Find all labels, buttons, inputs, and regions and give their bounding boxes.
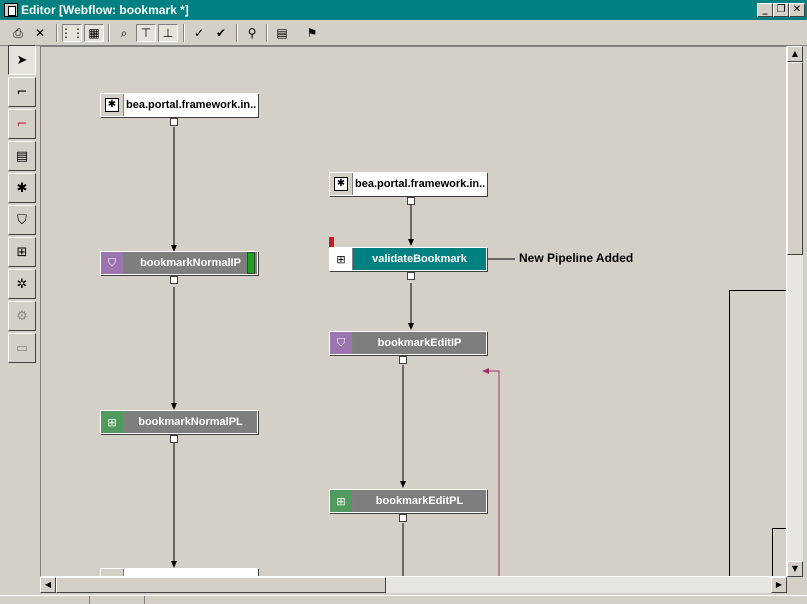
- node-bookmark-normal-pl[interactable]: ⊞ bookmarkNormalPL: [100, 410, 258, 434]
- zoom-icon[interactable]: ⌕: [120, 25, 128, 40]
- proxy-node-icon: ▭: [8, 333, 36, 363]
- toolbar-separator: [56, 24, 58, 42]
- success-indicator: [247, 252, 255, 274]
- select-tool-icon[interactable]: ➤: [8, 45, 36, 75]
- window-title-bar[interactable]: Editor [Webflow: bookmark *]: [0, 0, 807, 20]
- begin-node-icon[interactable]: ✱: [8, 173, 36, 203]
- node-palette: ➤ ⌐ ⌐ ▤ ✱ ⛉ ⊞ ✲ ⚙ ▭: [6, 44, 38, 379]
- scroll-left-button[interactable]: ◀: [40, 577, 56, 593]
- node-label: bea.portal.framework.in...: [353, 173, 486, 195]
- toolbar-separator: [108, 24, 110, 42]
- begin-node-right[interactable]: ✱ bea.portal.framework.in...: [329, 172, 487, 196]
- scroll-down-button[interactable]: ▼: [787, 561, 803, 577]
- output-port[interactable]: [407, 272, 415, 280]
- partial-node[interactable]: [100, 568, 258, 576]
- scroll-up-button[interactable]: ▲: [787, 46, 803, 62]
- grid-icon[interactable]: ⋮⋮: [60, 24, 84, 42]
- editor-tab[interactable]: [90, 596, 145, 604]
- offscreen-node-frame: [772, 528, 786, 576]
- new-pipeline-annotation: New Pipeline Added: [519, 251, 634, 265]
- horizontal-scrollbar[interactable]: ◀ ▶: [40, 577, 787, 593]
- exception-wire: [482, 368, 500, 576]
- offscreen-node-frame: [729, 290, 786, 576]
- pipeline-node-icon: ⊞: [330, 490, 353, 512]
- wildcard-node-icon[interactable]: ✲: [8, 269, 36, 299]
- print-icon[interactable]: ⎙: [13, 25, 23, 40]
- validate-all-icon[interactable]: ✔: [215, 26, 227, 40]
- snap-grid-icon[interactable]: ▦: [84, 24, 104, 42]
- node-label: bookmarkEditIP: [353, 332, 486, 354]
- editor-window-icon: [4, 3, 18, 17]
- minimize-button[interactable]: _: [757, 3, 773, 17]
- event-connection-icon[interactable]: ⌐: [8, 77, 36, 107]
- pipeline-node-icon[interactable]: ⊞: [8, 237, 36, 267]
- output-port[interactable]: [170, 118, 178, 126]
- node-label: bea.portal.framework.in...: [124, 94, 257, 116]
- node-label: validateBookmark: [353, 248, 486, 270]
- editor-tab-strip: [0, 595, 807, 604]
- output-port[interactable]: [399, 356, 407, 364]
- scroll-right-button[interactable]: ▶: [771, 577, 787, 593]
- pipeline-node-icon: ⊞: [101, 411, 124, 433]
- toolbar-separator: [183, 24, 185, 42]
- node-icon: [101, 569, 124, 576]
- output-port[interactable]: [399, 514, 407, 522]
- editor-toolbar: ⎙ ✕ ⋮⋮ ▦ ⌕ ⊤ ⊥ ✓ ✔ ⚲ ▤ ⚑: [0, 20, 807, 46]
- output-port[interactable]: [407, 197, 415, 205]
- vertical-scrollbar[interactable]: ▲ ▼: [787, 46, 803, 577]
- begin-node-left[interactable]: ✱ bea.portal.framework.in...: [100, 93, 258, 117]
- distribute-icon[interactable]: ⊥: [158, 24, 178, 42]
- begin-node-icon: ✱: [101, 94, 124, 116]
- presentation-node-icon[interactable]: ▤: [8, 141, 36, 171]
- node-validate-bookmark[interactable]: ⊞ validateBookmark: [329, 247, 487, 271]
- exception-indicator: [329, 237, 334, 247]
- editor-tab[interactable]: [0, 596, 90, 604]
- run-icon[interactable]: ⚑: [306, 26, 318, 40]
- node-label: bookmarkNormalIP: [124, 252, 257, 274]
- webflow-canvas[interactable]: ✱ bea.portal.framework.in... ⛉ bookmarkN…: [40, 46, 787, 577]
- begin-node-icon: ✱: [330, 173, 353, 195]
- node-bookmark-edit-pl[interactable]: ⊞ bookmarkEditPL: [329, 489, 487, 513]
- extension-node-icon: ⚙: [8, 301, 36, 331]
- validate-icon[interactable]: ✓: [193, 26, 205, 40]
- connection-wires: [171, 127, 515, 576]
- close-button[interactable]: ✕: [789, 3, 805, 17]
- node-bookmark-normal-ip[interactable]: ⛉ bookmarkNormalIP: [100, 251, 258, 275]
- exception-connection-icon[interactable]: ⌐: [8, 109, 36, 139]
- properties-icon[interactable]: ▤: [276, 26, 288, 40]
- node-bookmark-edit-ip[interactable]: ⛉ bookmarkEditIP: [329, 331, 487, 355]
- find-icon[interactable]: ⚲: [247, 26, 257, 40]
- input-processor-icon[interactable]: ⛉: [8, 205, 36, 235]
- vertical-scroll-thumb[interactable]: [787, 62, 803, 255]
- align-icon[interactable]: ⊤: [136, 24, 156, 42]
- input-processor-icon: ⛉: [330, 332, 353, 354]
- toolbar-separator: [236, 24, 238, 42]
- delete-icon[interactable]: ✕: [34, 26, 46, 40]
- output-port[interactable]: [170, 435, 178, 443]
- restore-button[interactable]: ❐: [773, 3, 789, 17]
- pipeline-node-icon: ⊞: [330, 248, 353, 270]
- window-title: Editor [Webflow: bookmark *]: [21, 3, 189, 17]
- output-port[interactable]: [170, 276, 178, 284]
- input-processor-icon: ⛉: [101, 252, 124, 274]
- horizontal-scroll-thumb[interactable]: [56, 577, 386, 593]
- node-label: bookmarkNormalPL: [124, 411, 257, 433]
- node-label: bookmarkEditPL: [353, 490, 486, 512]
- toolbar-separator: [266, 24, 268, 42]
- node-label: [124, 569, 257, 576]
